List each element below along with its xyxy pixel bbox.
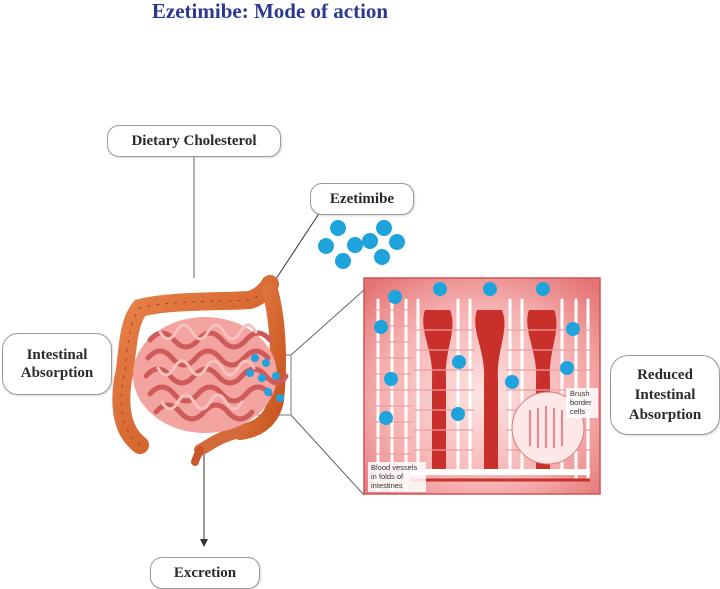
zoom-line-top <box>290 289 365 356</box>
intestinal-absorption-label: Intestinal Absorption <box>2 333 112 395</box>
blood-vessels-label-2: in folds of <box>371 472 404 481</box>
ezetimibe-label: Ezetimibe <box>310 183 414 215</box>
blood-vessels-label-3: intestines <box>371 481 403 490</box>
dietary-cholesterol-text: Dietary Cholesterol <box>131 132 257 149</box>
brush-border-label-1: Brush <box>570 389 590 398</box>
intestinal-absorption-text-2: Absorption <box>20 365 94 381</box>
villi-panel <box>363 277 601 495</box>
excretion-text: Excretion <box>173 564 237 581</box>
intestines-illustration <box>112 275 289 466</box>
zoom-line-bottom <box>290 414 365 496</box>
reduced-text-1: Reduced <box>637 367 693 383</box>
page-title: Ezetimibe: Mode of action <box>151 0 389 23</box>
reduced-intestinal-absorption-label: Reduced Intestinal Absorption <box>610 355 720 435</box>
brush-border-label-2: border <box>570 398 592 407</box>
ezetimibe-text: Ezetimibe <box>329 190 395 207</box>
ezetimibe-molecules-in-villi <box>374 282 580 425</box>
intestinal-absorption-text-1: Intestinal <box>26 347 88 363</box>
blood-vessels-label-1: Blood vessels <box>371 463 418 472</box>
excretion-label: Excretion <box>150 557 260 589</box>
ezetimibe-molecules-cluster <box>318 220 405 269</box>
ezetimibe-molecules-at-intestine <box>246 354 284 402</box>
reduced-text-2: Intestinal <box>634 387 696 403</box>
reduced-text-3: Absorption <box>628 407 702 423</box>
ezetimibe-arrow <box>268 211 321 290</box>
brush-border-label-3: cells <box>570 407 585 416</box>
dietary-cholesterol-label: Dietary Cholesterol <box>107 125 281 157</box>
